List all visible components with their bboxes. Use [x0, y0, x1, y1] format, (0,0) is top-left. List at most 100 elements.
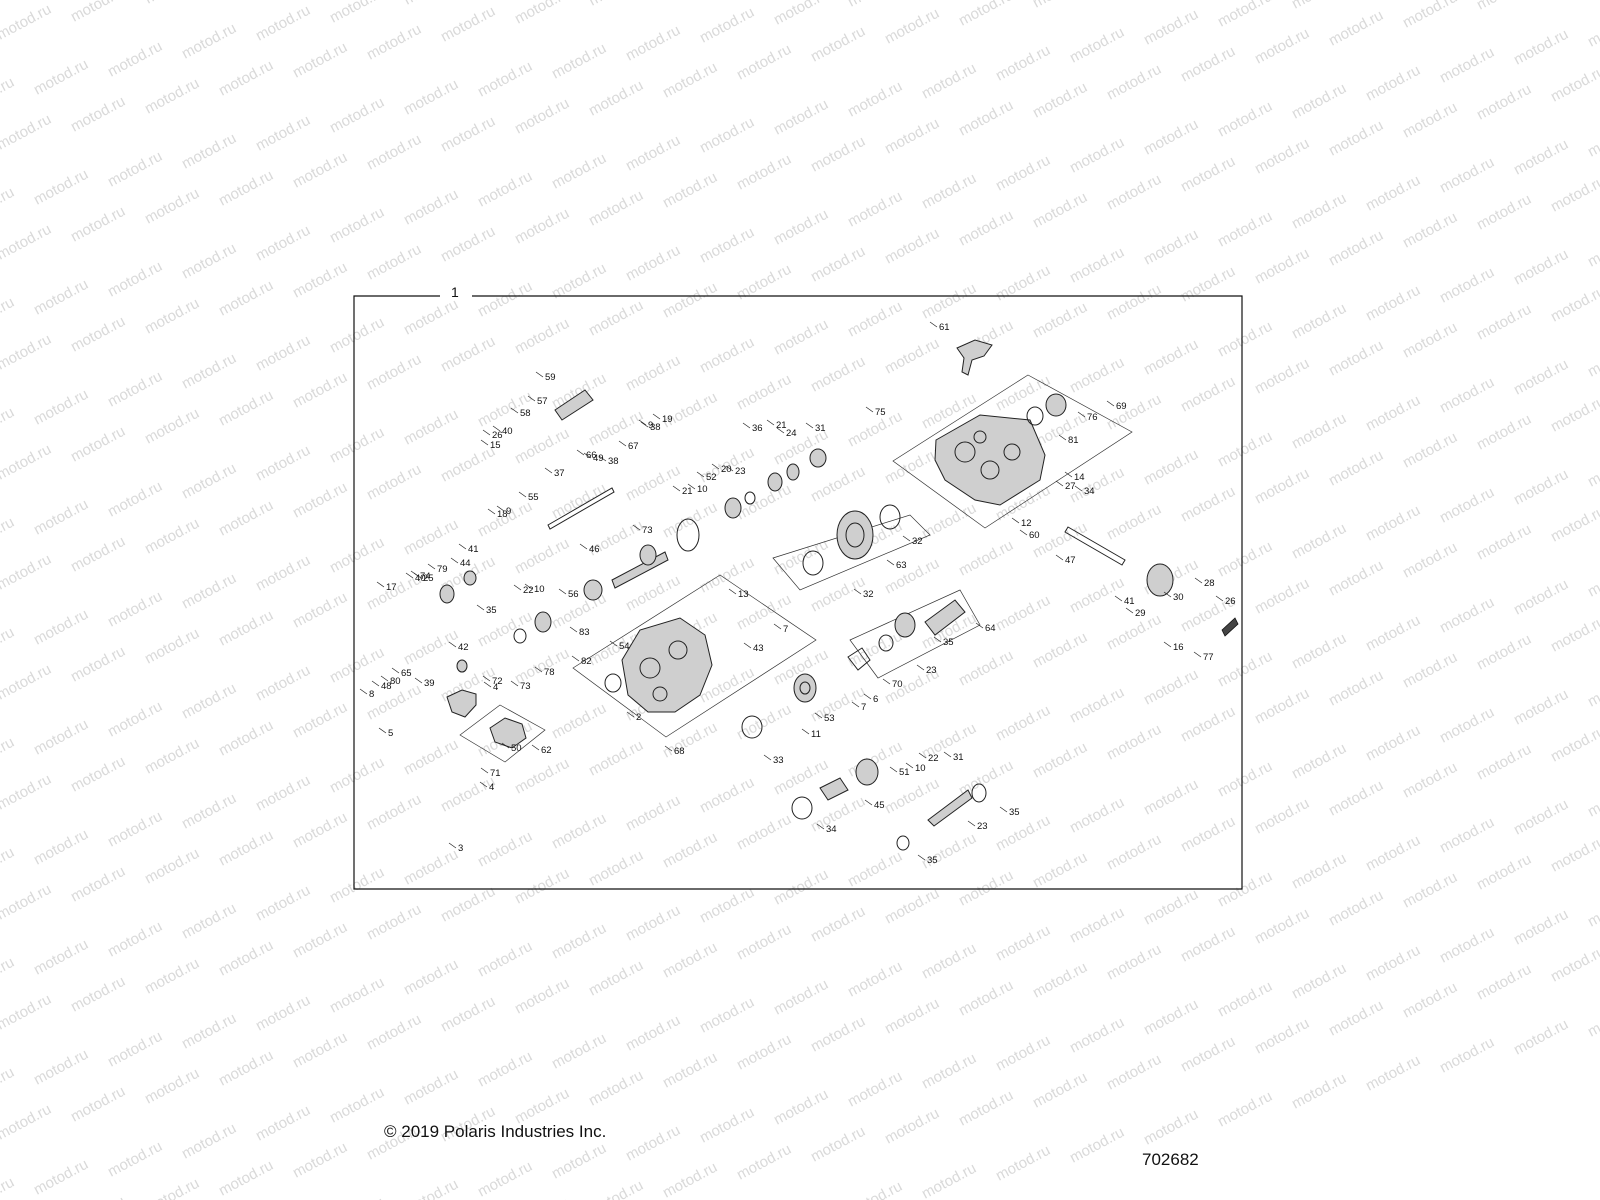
leader-line: [1077, 411, 1086, 418]
leader-line: [1163, 591, 1172, 598]
leader-line: [534, 666, 543, 673]
callout-54: 54: [619, 641, 630, 652]
callout-10: 10: [697, 484, 708, 495]
callout-26: 26: [492, 430, 503, 441]
leader-line: [544, 467, 553, 474]
leader-line: [518, 491, 527, 498]
shaft-25: [927, 789, 973, 827]
gear-61: [534, 611, 552, 633]
leader-line: [531, 744, 540, 751]
callout-29: 29: [1135, 608, 1146, 619]
callout-50: 50: [511, 743, 522, 754]
leader-line: [1114, 595, 1123, 602]
leader-line: [918, 752, 927, 759]
callout-64: 64: [985, 623, 996, 634]
leader-line: [929, 321, 938, 328]
leader-line: [865, 406, 874, 413]
callout-76: 76: [1087, 412, 1098, 423]
leader-line: [480, 767, 489, 774]
callout-78: 78: [544, 667, 555, 678]
callout-73: 73: [642, 525, 653, 536]
callout-15: 15: [490, 440, 501, 451]
leader-line: [524, 583, 533, 590]
callout-72: 72: [492, 676, 503, 687]
leader-line: [359, 688, 368, 695]
group-bracket-74: [572, 574, 817, 738]
gear-46: [463, 570, 477, 586]
leader-line: [632, 524, 641, 531]
bearing-35c: [604, 673, 622, 693]
callout-31: 31: [815, 423, 826, 434]
leader-line: [801, 728, 810, 735]
callout-42: 42: [458, 642, 469, 653]
gear-47: [456, 659, 468, 673]
cover-78: [446, 689, 477, 718]
group-bracket-71: [849, 589, 981, 679]
leader-line: [1215, 595, 1224, 602]
drawing-number: 702682: [1142, 1150, 1199, 1169]
coupler-45: [1146, 563, 1174, 597]
callout-4: 4: [493, 682, 498, 693]
leader-line: [1055, 554, 1064, 561]
callout-11: 11: [811, 729, 821, 740]
callout-25: 25: [423, 573, 434, 584]
callout-7: 7: [861, 702, 866, 713]
leader-line: [487, 508, 496, 515]
leader-line: [1193, 651, 1202, 658]
gear-59: [793, 673, 817, 703]
callout-22: 22: [523, 585, 534, 596]
leader-line: [618, 440, 627, 447]
shift-drum-66: [554, 389, 594, 421]
leader-line: [975, 622, 984, 629]
callout-22: 22: [928, 753, 939, 764]
leader-line: [889, 766, 898, 773]
callout-7: 7: [783, 624, 788, 635]
callout-82: 82: [581, 656, 592, 667]
leader-line: [814, 712, 823, 719]
callout-75: 75: [875, 407, 886, 418]
callout-9: 9: [506, 506, 511, 517]
callout-labels: 2344567789910101011121314151617181920212…: [0, 0, 1236, 866]
callout-60: 60: [1029, 530, 1040, 541]
leader-line: [458, 543, 467, 550]
leader-line: [886, 559, 895, 566]
callout-68: 68: [674, 746, 685, 757]
callout-66: 66: [586, 450, 597, 461]
callout-21: 21: [776, 420, 787, 431]
callout-3: 3: [458, 843, 463, 854]
callout-34: 34: [826, 824, 837, 835]
callout-12: 12: [1021, 518, 1032, 529]
callout-16: 16: [1173, 642, 1184, 653]
callout-32: 32: [863, 589, 874, 600]
callout-67: 67: [628, 441, 639, 452]
leader-line: [626, 711, 635, 718]
leader-line: [773, 623, 782, 630]
pulley-49: [439, 584, 455, 604]
leader-line: [1074, 485, 1083, 492]
leader-line: [510, 680, 519, 687]
leader-line: [776, 427, 785, 434]
leader-line: [480, 439, 489, 446]
callout-36: 36: [752, 423, 763, 434]
leader-line: [414, 677, 423, 684]
leader-line: [1055, 480, 1064, 487]
callout-46: 46: [589, 544, 600, 555]
sprocket-63: [639, 544, 657, 566]
transmission-case-rear: [934, 414, 1046, 506]
callout-49: 49: [593, 453, 604, 464]
callout-34: 34: [1084, 486, 1095, 497]
callout-65: 65: [401, 668, 412, 679]
callout-83: 83: [579, 627, 590, 638]
leader-line: [410, 570, 419, 577]
callout-81: 81: [1068, 435, 1079, 446]
group-bracket-75: [892, 374, 1133, 529]
leader-line: [492, 425, 501, 432]
leader-line: [933, 636, 942, 643]
leader-line: [371, 680, 380, 687]
callout-19: 19: [662, 414, 673, 425]
leader-line: [1019, 529, 1028, 536]
bearing-35b: [791, 796, 813, 820]
callout-57: 57: [537, 396, 548, 407]
leader-line: [672, 485, 681, 492]
callout-2: 2: [636, 712, 641, 723]
